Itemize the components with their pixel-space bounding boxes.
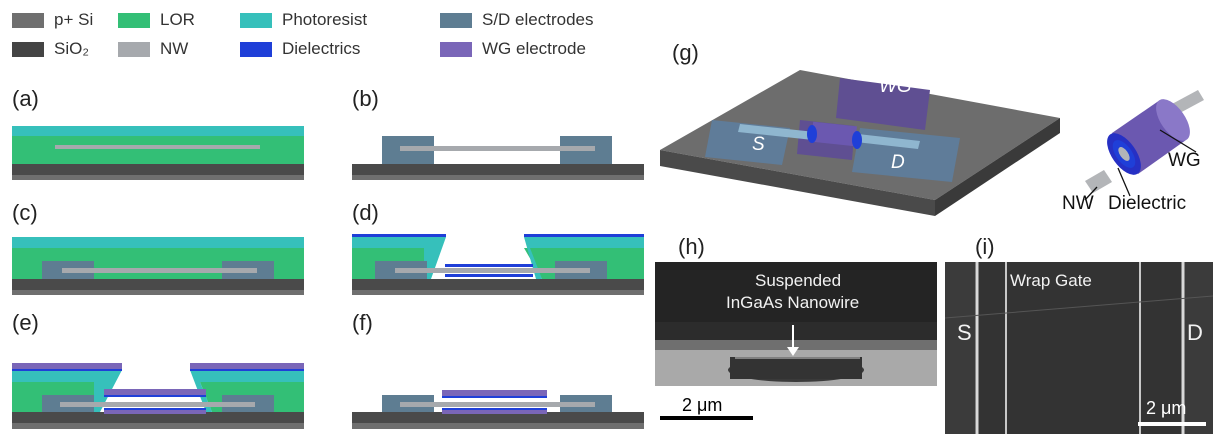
cross-section-d <box>352 234 644 295</box>
cross-section-c <box>12 237 304 295</box>
legend-item-sio2: SiO₂ <box>12 37 89 61</box>
drain-pad-label: D <box>891 152 905 173</box>
cross-section-f <box>352 390 644 429</box>
sem-h-scale-bar-label: 2 μm <box>682 395 723 415</box>
nanowire-annotation-line1: Suspended <box>755 271 842 290</box>
panel-label-d: (d) <box>352 200 379 225</box>
sem-image-wrap-gate <box>944 262 1213 434</box>
panel-label-e: (e) <box>12 310 39 335</box>
sem-i-scale-bar-label: 2 μm <box>1146 398 1187 418</box>
legend-swatch-sio2 <box>12 41 44 57</box>
legend-swatch-nw <box>118 41 150 57</box>
cross-section-e <box>12 363 304 429</box>
legend-item-dielectrics: Dielectrics <box>240 37 360 61</box>
legend-swatch-wg-electrode <box>440 41 472 57</box>
legend-label-wg-electrode: WG electrode <box>482 39 586 58</box>
legend-swatch-photoresist <box>240 12 272 28</box>
panel-label-h: (h) <box>678 234 705 259</box>
legend-item-wg-electrode: WG electrode <box>440 37 586 61</box>
legend-label-sd-electrodes: S/D electrodes <box>482 10 594 29</box>
panel-label-f: (f) <box>352 310 373 335</box>
wg-detail-label: WG <box>1168 150 1201 171</box>
panel-label-a: (a) <box>12 86 39 111</box>
legend-label-p-si: p+ Si <box>54 10 94 29</box>
nanowire-annotation-line2: InGaAs Nanowire <box>726 293 860 312</box>
wrap-gate-label: Wrap Gate <box>1010 271 1092 290</box>
legend-swatch-sd-electrodes <box>440 12 472 28</box>
sem-drain-label: D <box>1187 320 1203 345</box>
panel-label-c: (c) <box>12 200 38 225</box>
panel-label-b: (b) <box>352 86 379 111</box>
legend-swatch-lor <box>118 12 150 28</box>
legend-label-nw: NW <box>160 39 189 58</box>
wg-pad-label: WG <box>879 76 912 97</box>
legend-label-photoresist: Photoresist <box>282 10 368 29</box>
cross-section-a <box>12 126 304 180</box>
panel-label-i: (i) <box>975 234 995 259</box>
legend-item-sd-electrodes: S/D electrodes <box>440 8 594 32</box>
device-3d-illustration <box>660 70 1060 216</box>
nanowire-label: NW <box>1062 193 1094 214</box>
legend-item-nw: NW <box>118 37 188 61</box>
cross-section-b <box>352 136 644 180</box>
dielectric-label: Dielectric <box>1108 193 1187 214</box>
legend-label-dielectrics: Dielectrics <box>282 39 361 58</box>
panel-label-g: (g) <box>672 40 699 65</box>
sem-image-suspended-nanowire <box>655 262 937 420</box>
legend-item-lor: LOR <box>118 8 195 32</box>
sem-source-label: S <box>957 320 972 345</box>
source-pad-label: S <box>752 134 765 155</box>
wrap-gate-detail-illustration <box>1084 90 1204 201</box>
legend-label-lor: LOR <box>160 10 195 29</box>
legend-swatch-p-si <box>12 12 44 28</box>
legend-label-sio2: SiO₂ <box>54 39 89 58</box>
legend-item-p-si: p+ Si <box>12 8 93 32</box>
legend-swatch-dielectrics <box>240 41 272 57</box>
legend-item-photoresist: Photoresist <box>240 8 367 32</box>
